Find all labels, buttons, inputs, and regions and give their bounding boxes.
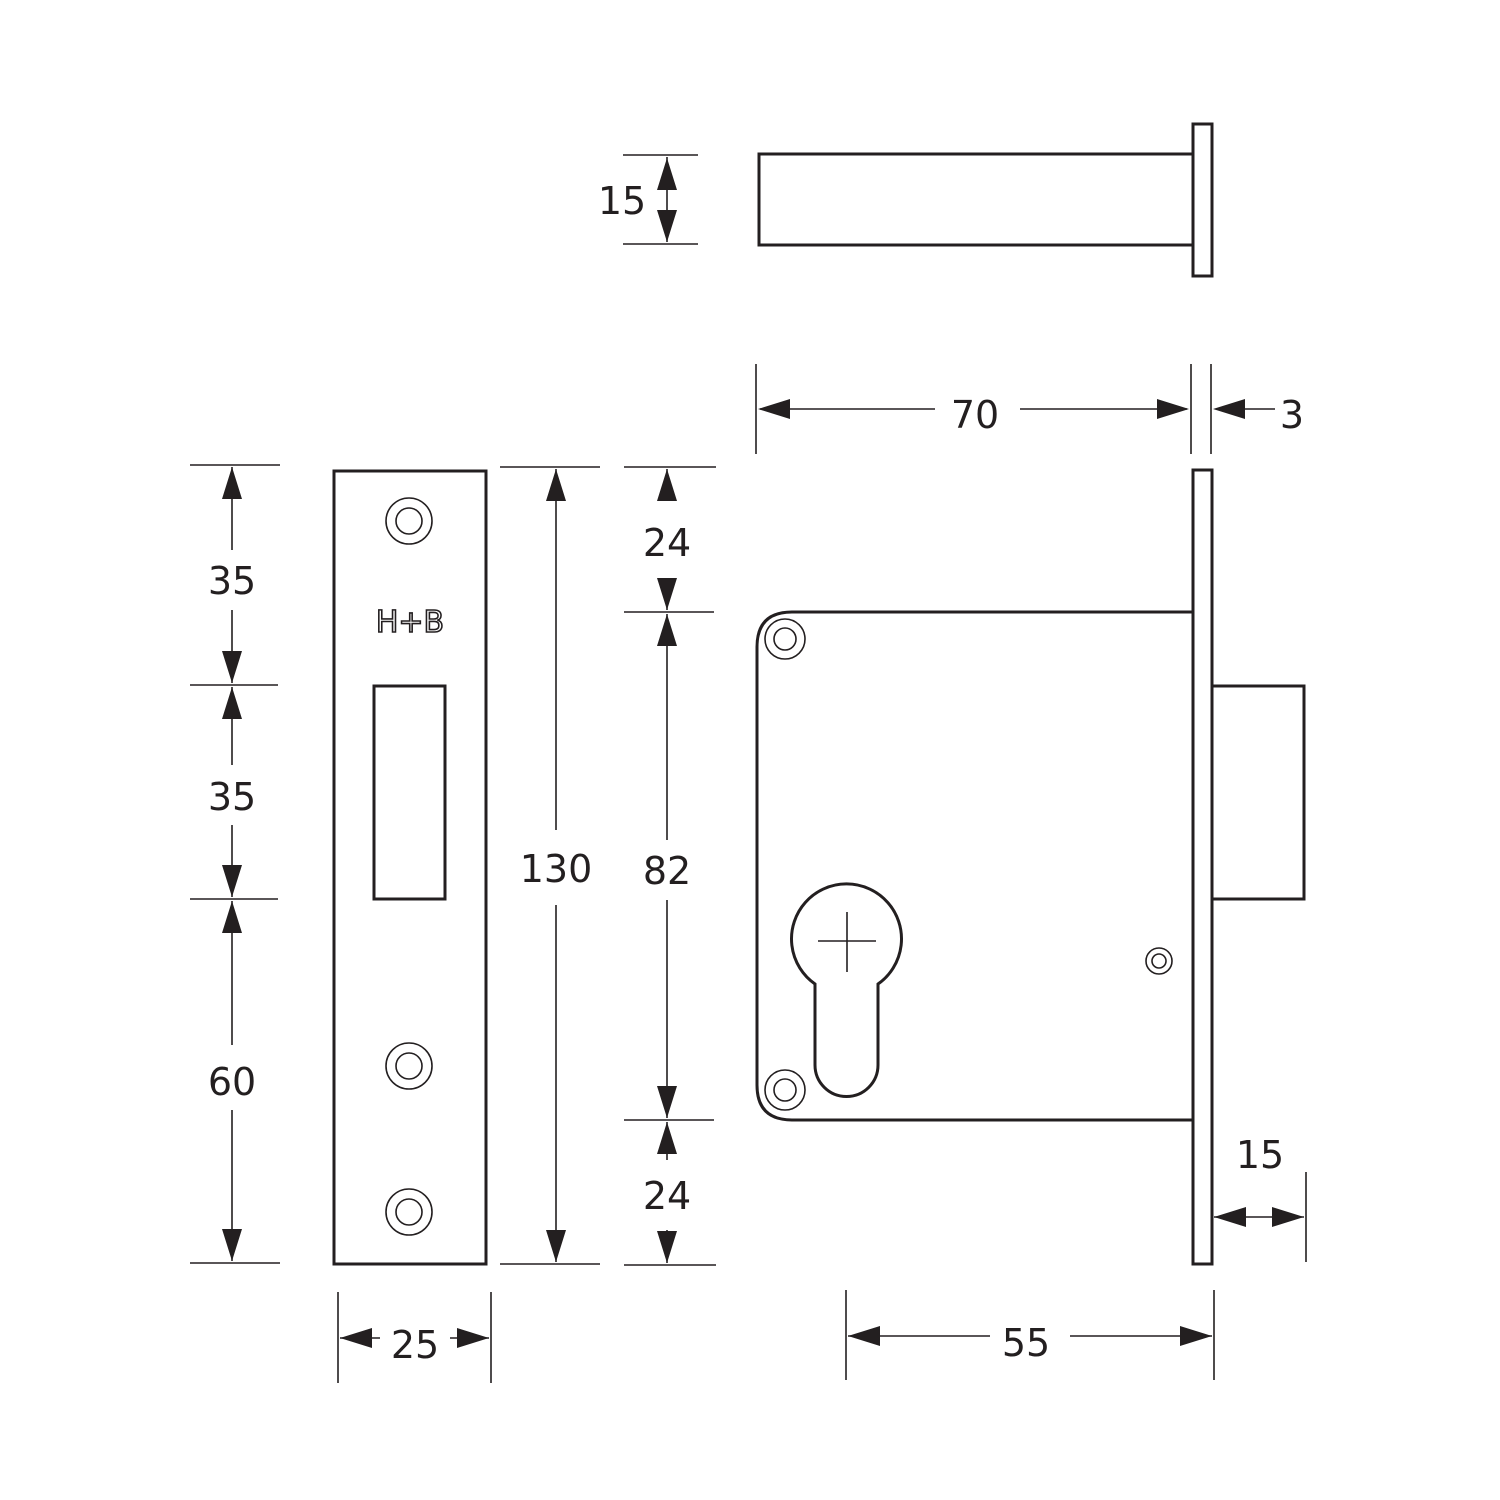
dim-label-backset: 70 [951,393,999,437]
dim-label-forend-bottom: 24 [643,1174,691,1218]
lock-body [755,468,1306,1266]
dim-label-bolt-throw: 15 [1236,1133,1284,1177]
dim-label-faceplate-thickness: 3 [1280,393,1304,437]
follower-screw-icon [1145,947,1173,975]
screw-hole-1 [385,497,433,545]
screw-hole-3 [385,1188,433,1236]
bolt-faceplate [1191,122,1214,278]
dim-forend-total: 130 [500,466,600,1265]
dim-bolt-height: 15 [598,154,698,245]
lock-forend [1191,468,1214,1266]
lock-bolt [1210,684,1306,901]
dim-label-strike-mid: 35 [208,775,256,819]
strike-plate: H+B [332,469,488,1266]
dim-bolt-throw: 15 [1214,1133,1307,1262]
dim-label-case-width: 55 [1002,1321,1050,1365]
dim-label-forend-top: 24 [643,521,691,565]
bolt-side-view [757,122,1214,278]
dim-label-strike-top: 35 [208,559,256,603]
strike-opening [372,684,447,901]
dim-forend-chain: 24 82 24 [624,466,716,1266]
dim-case-width: 55 [845,1290,1215,1380]
dim-label-bolt-height: 15 [598,179,646,223]
screw-hole-2 [385,1042,433,1090]
case-screw-bottom [764,1069,806,1111]
dim-label-forend-total: 130 [520,847,593,891]
dim-label-strike-bottom: 60 [208,1060,256,1104]
dim-label-forend-center: 82 [643,849,691,893]
brand-logo: H+B [376,605,444,640]
strike-plate-outline [332,469,488,1266]
dim-label-strike-width: 25 [391,1323,439,1367]
lock-case [755,610,1193,1122]
cylinder-cutout [790,882,903,1098]
case-screw-top [764,618,806,660]
dim-strike-width: 25 [337,1292,492,1383]
bolt-body [757,152,1195,247]
dim-backset: 70 3 [755,364,1304,454]
dim-strike-chain: 35 35 60 [190,464,280,1264]
